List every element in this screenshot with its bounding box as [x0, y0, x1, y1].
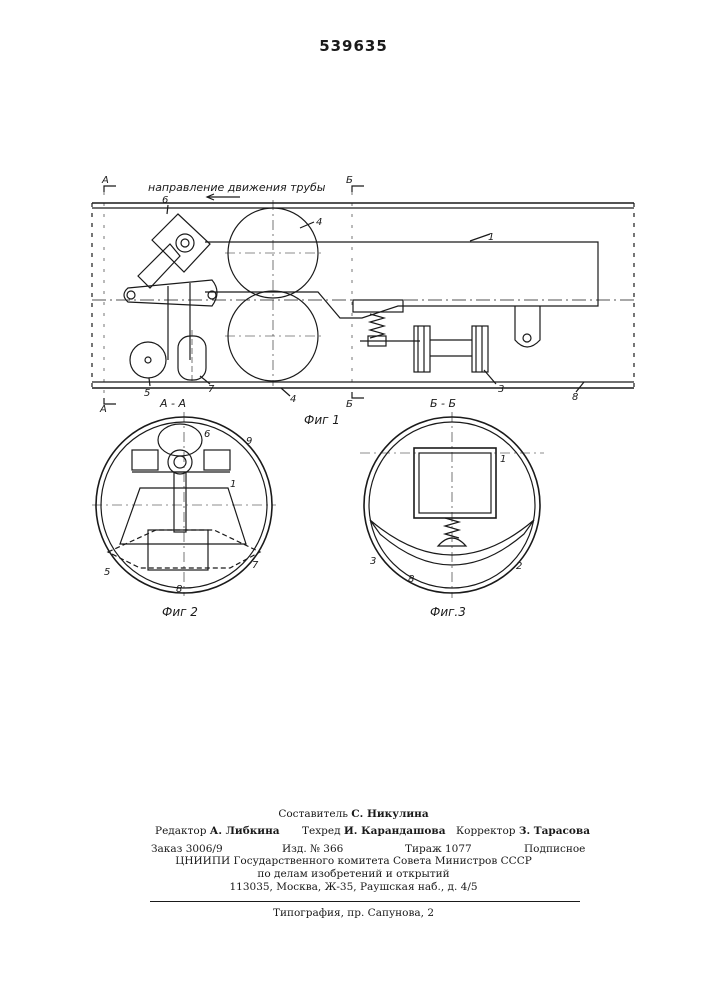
publisher-block: ЦНИИПИ Государственного комитета Совета …	[0, 855, 707, 894]
fig2-motor	[158, 424, 202, 456]
svg-text:3: 3	[498, 384, 504, 395]
svg-text:8: 8	[408, 574, 414, 585]
shoe-bracket-b	[472, 326, 488, 372]
direction-label: направление движения трубы	[148, 181, 326, 194]
lever-bracket	[124, 280, 217, 306]
svg-text:9: 9	[246, 436, 252, 447]
svg-text:8: 8	[572, 392, 578, 403]
shoe-bracket-a	[414, 326, 430, 372]
frame-1	[205, 242, 598, 318]
fig3-frame-beam	[414, 448, 496, 518]
section-b-top-mark	[352, 186, 364, 192]
svg-text:8: 8	[176, 584, 182, 595]
svg-text:Б: Б	[346, 399, 353, 410]
fig1-caption: Фиг 1	[304, 413, 340, 427]
section-b-bottom-mark	[352, 392, 364, 398]
svg-text:6: 6	[162, 195, 168, 206]
imprint-divider	[150, 901, 580, 902]
svg-text:4: 4	[290, 394, 296, 405]
rear-bracket	[515, 306, 540, 347]
spring	[370, 314, 384, 338]
fig2-title: А - А	[159, 397, 186, 410]
fig3-caption: Фиг.3	[430, 605, 466, 619]
fig2-caption: Фиг 2	[162, 605, 198, 619]
technical-drawing: направление движения трубы А А Б Б Фиг 1…	[0, 0, 707, 700]
svg-text:3: 3	[370, 556, 376, 567]
fig2-frame	[120, 488, 246, 544]
svg-text:7: 7	[208, 384, 215, 395]
section-a-top-mark	[104, 186, 116, 192]
svg-text:4: 4	[316, 217, 322, 228]
svg-text:А: А	[101, 175, 109, 186]
svg-text:1: 1	[488, 232, 494, 243]
svg-text:7: 7	[252, 560, 259, 571]
svg-text:А: А	[99, 404, 107, 415]
fig3-title: Б - Б	[430, 397, 456, 410]
svg-text:5: 5	[104, 567, 110, 578]
svg-text:6: 6	[204, 429, 210, 440]
support-roller-5	[130, 342, 166, 378]
svg-text:5: 5	[144, 388, 150, 399]
printer-line: Типография, пр. Сапунова, 2	[0, 907, 707, 919]
svg-text:Б: Б	[346, 175, 353, 186]
svg-text:1: 1	[500, 454, 506, 465]
svg-text:2: 2	[516, 561, 522, 572]
svg-text:1: 1	[230, 479, 236, 490]
compiler-line: Составитель С. Никулина	[0, 808, 707, 820]
